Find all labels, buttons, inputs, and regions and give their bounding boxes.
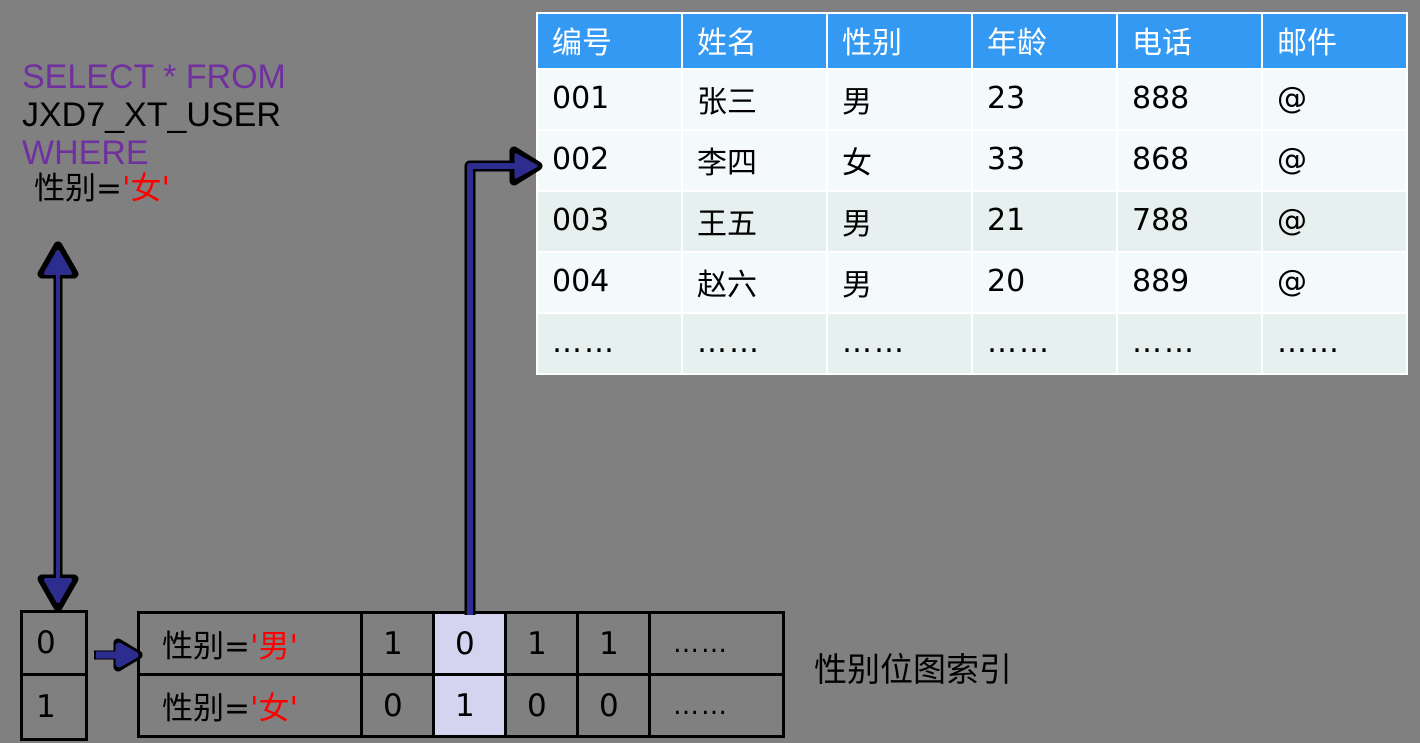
- right-arrow-icon: [94, 638, 143, 672]
- cell-phone: 868: [1118, 131, 1261, 190]
- bitmap-bit-male-1: 1: [360, 611, 435, 676]
- cell-age: 20: [973, 253, 1116, 312]
- cell-email: @: [1263, 131, 1406, 190]
- sql-condition-value: 女: [130, 171, 162, 208]
- bitmap-label-value: 女: [258, 691, 290, 727]
- key-value-zero: 0: [23, 613, 85, 676]
- bitmap-label-field: 性别=: [162, 691, 250, 727]
- cell-id-ellipsis: ……: [538, 314, 681, 373]
- column-header-email: 邮件: [1263, 14, 1406, 68]
- column-header-age: 年龄: [973, 14, 1116, 68]
- bitmap-label-field: 性别=: [162, 629, 250, 665]
- cell-gender: 男: [828, 70, 971, 129]
- cell-email: @: [1263, 253, 1406, 312]
- cell-id: 002: [538, 131, 681, 190]
- column-header-id: 编号: [538, 14, 681, 68]
- bitmap-row-female: 性别='女' 0 1 0 0 ……: [137, 673, 785, 738]
- table-row-ellipsis: …… …… …… …… …… ……: [538, 314, 1406, 373]
- bitmap-row-label-male: 性别='男': [137, 611, 363, 676]
- cell-gender-ellipsis: ……: [828, 314, 971, 373]
- column-header-gender: 性别: [828, 14, 971, 68]
- bitmap-index-caption: 性别位图索引: [814, 650, 1012, 689]
- cell-id: 001: [538, 70, 681, 129]
- cell-name: 李四: [683, 131, 826, 190]
- sql-condition: 性别='女': [22, 172, 362, 207]
- cell-age: 23: [973, 70, 1116, 129]
- bitmap-label-quote-close: ': [289, 629, 299, 665]
- bitmap-bit-female-3: 0: [504, 673, 579, 738]
- cell-name: 赵六: [683, 253, 826, 312]
- key-value-one: 1: [36, 688, 56, 725]
- cell-age: 33: [973, 131, 1116, 190]
- bitmap-bit-male-4: 1: [576, 611, 651, 676]
- cell-id: 004: [538, 253, 681, 312]
- cell-age: 21: [973, 192, 1116, 251]
- column-header-phone: 电话: [1118, 14, 1261, 68]
- sql-table-name: JXD7_XT_USER: [22, 96, 281, 135]
- sql-condition-field: 性别=: [34, 171, 122, 208]
- sql-keyword-where: WHERE: [22, 134, 149, 173]
- bitmap-key-box: 0 1: [20, 610, 88, 741]
- user-data-table: 编号 姓名 性别 年龄 电话 邮件 001 张三 男 23 888 @ 002 …: [536, 12, 1408, 375]
- bitmap-row-label-female: 性别='女': [137, 673, 363, 738]
- table-row: 004 赵六 男 20 889 @: [538, 253, 1406, 312]
- bitmap-label-quote-open: ': [249, 691, 259, 727]
- cell-phone: 889: [1118, 253, 1261, 312]
- table-row: 001 张三 男 23 888 @: [538, 70, 1406, 129]
- cell-gender: 男: [828, 192, 971, 251]
- bitmap-index-table: 性别='男' 1 0 1 1 …… 性别='女' 0 1 0 0 ……: [137, 611, 785, 738]
- cell-name: 王五: [683, 192, 826, 251]
- column-header-name: 姓名: [683, 14, 826, 68]
- bitmap-label-quote-open: ': [249, 629, 259, 665]
- cell-email-ellipsis: ……: [1263, 314, 1406, 373]
- bitmap-bits-ellipsis-female: ……: [648, 673, 785, 738]
- cell-phone-ellipsis: ……: [1118, 314, 1261, 373]
- cell-phone: 888: [1118, 70, 1261, 129]
- cell-gender: 女: [828, 131, 971, 190]
- cell-email: @: [1263, 192, 1406, 251]
- cell-age-ellipsis: ……: [973, 314, 1116, 373]
- sql-line-where: WHERE: [22, 134, 362, 172]
- sql-keyword-select-from: SELECT * FROM: [22, 58, 286, 96]
- cell-phone: 788: [1118, 192, 1261, 251]
- sql-condition-quote-close: ': [161, 171, 171, 208]
- sql-condition-quote-open: ': [121, 171, 131, 208]
- sql-line-table: JXD7_XT_USER: [22, 96, 362, 134]
- cell-name: 张三: [683, 70, 826, 129]
- sql-line-select: SELECT * FROM: [22, 58, 362, 96]
- bitmap-bit-female-2: 1: [432, 673, 507, 738]
- bitmap-bit-male-3: 1: [504, 611, 579, 676]
- bitmap-label-value: 男: [258, 629, 290, 665]
- table-row: 002 李四 女 33 868 @: [538, 131, 1406, 190]
- bitmap-bit-female-1: 0: [360, 673, 435, 738]
- bitmap-row-male: 性别='男' 1 0 1 1 ……: [137, 611, 785, 676]
- cell-gender: 男: [828, 253, 971, 312]
- bitmap-bit-female-4: 0: [576, 673, 651, 738]
- table-row: 003 王五 男 21 788 @: [538, 192, 1406, 251]
- cell-name-ellipsis: ……: [683, 314, 826, 373]
- cell-email: @: [1263, 70, 1406, 129]
- bitmap-label-quote-close: ': [289, 691, 299, 727]
- bitmap-bits-ellipsis-male: ……: [648, 611, 785, 676]
- double-headed-arrow-icon: [37, 241, 79, 612]
- sql-statement: SELECT * FROM JXD7_XT_USER WHERE 性别='女': [22, 58, 362, 207]
- bitmap-bit-male-2: 0: [432, 611, 507, 676]
- table-header-row: 编号 姓名 性别 年龄 电话 邮件: [538, 14, 1406, 68]
- cell-id: 003: [538, 192, 681, 251]
